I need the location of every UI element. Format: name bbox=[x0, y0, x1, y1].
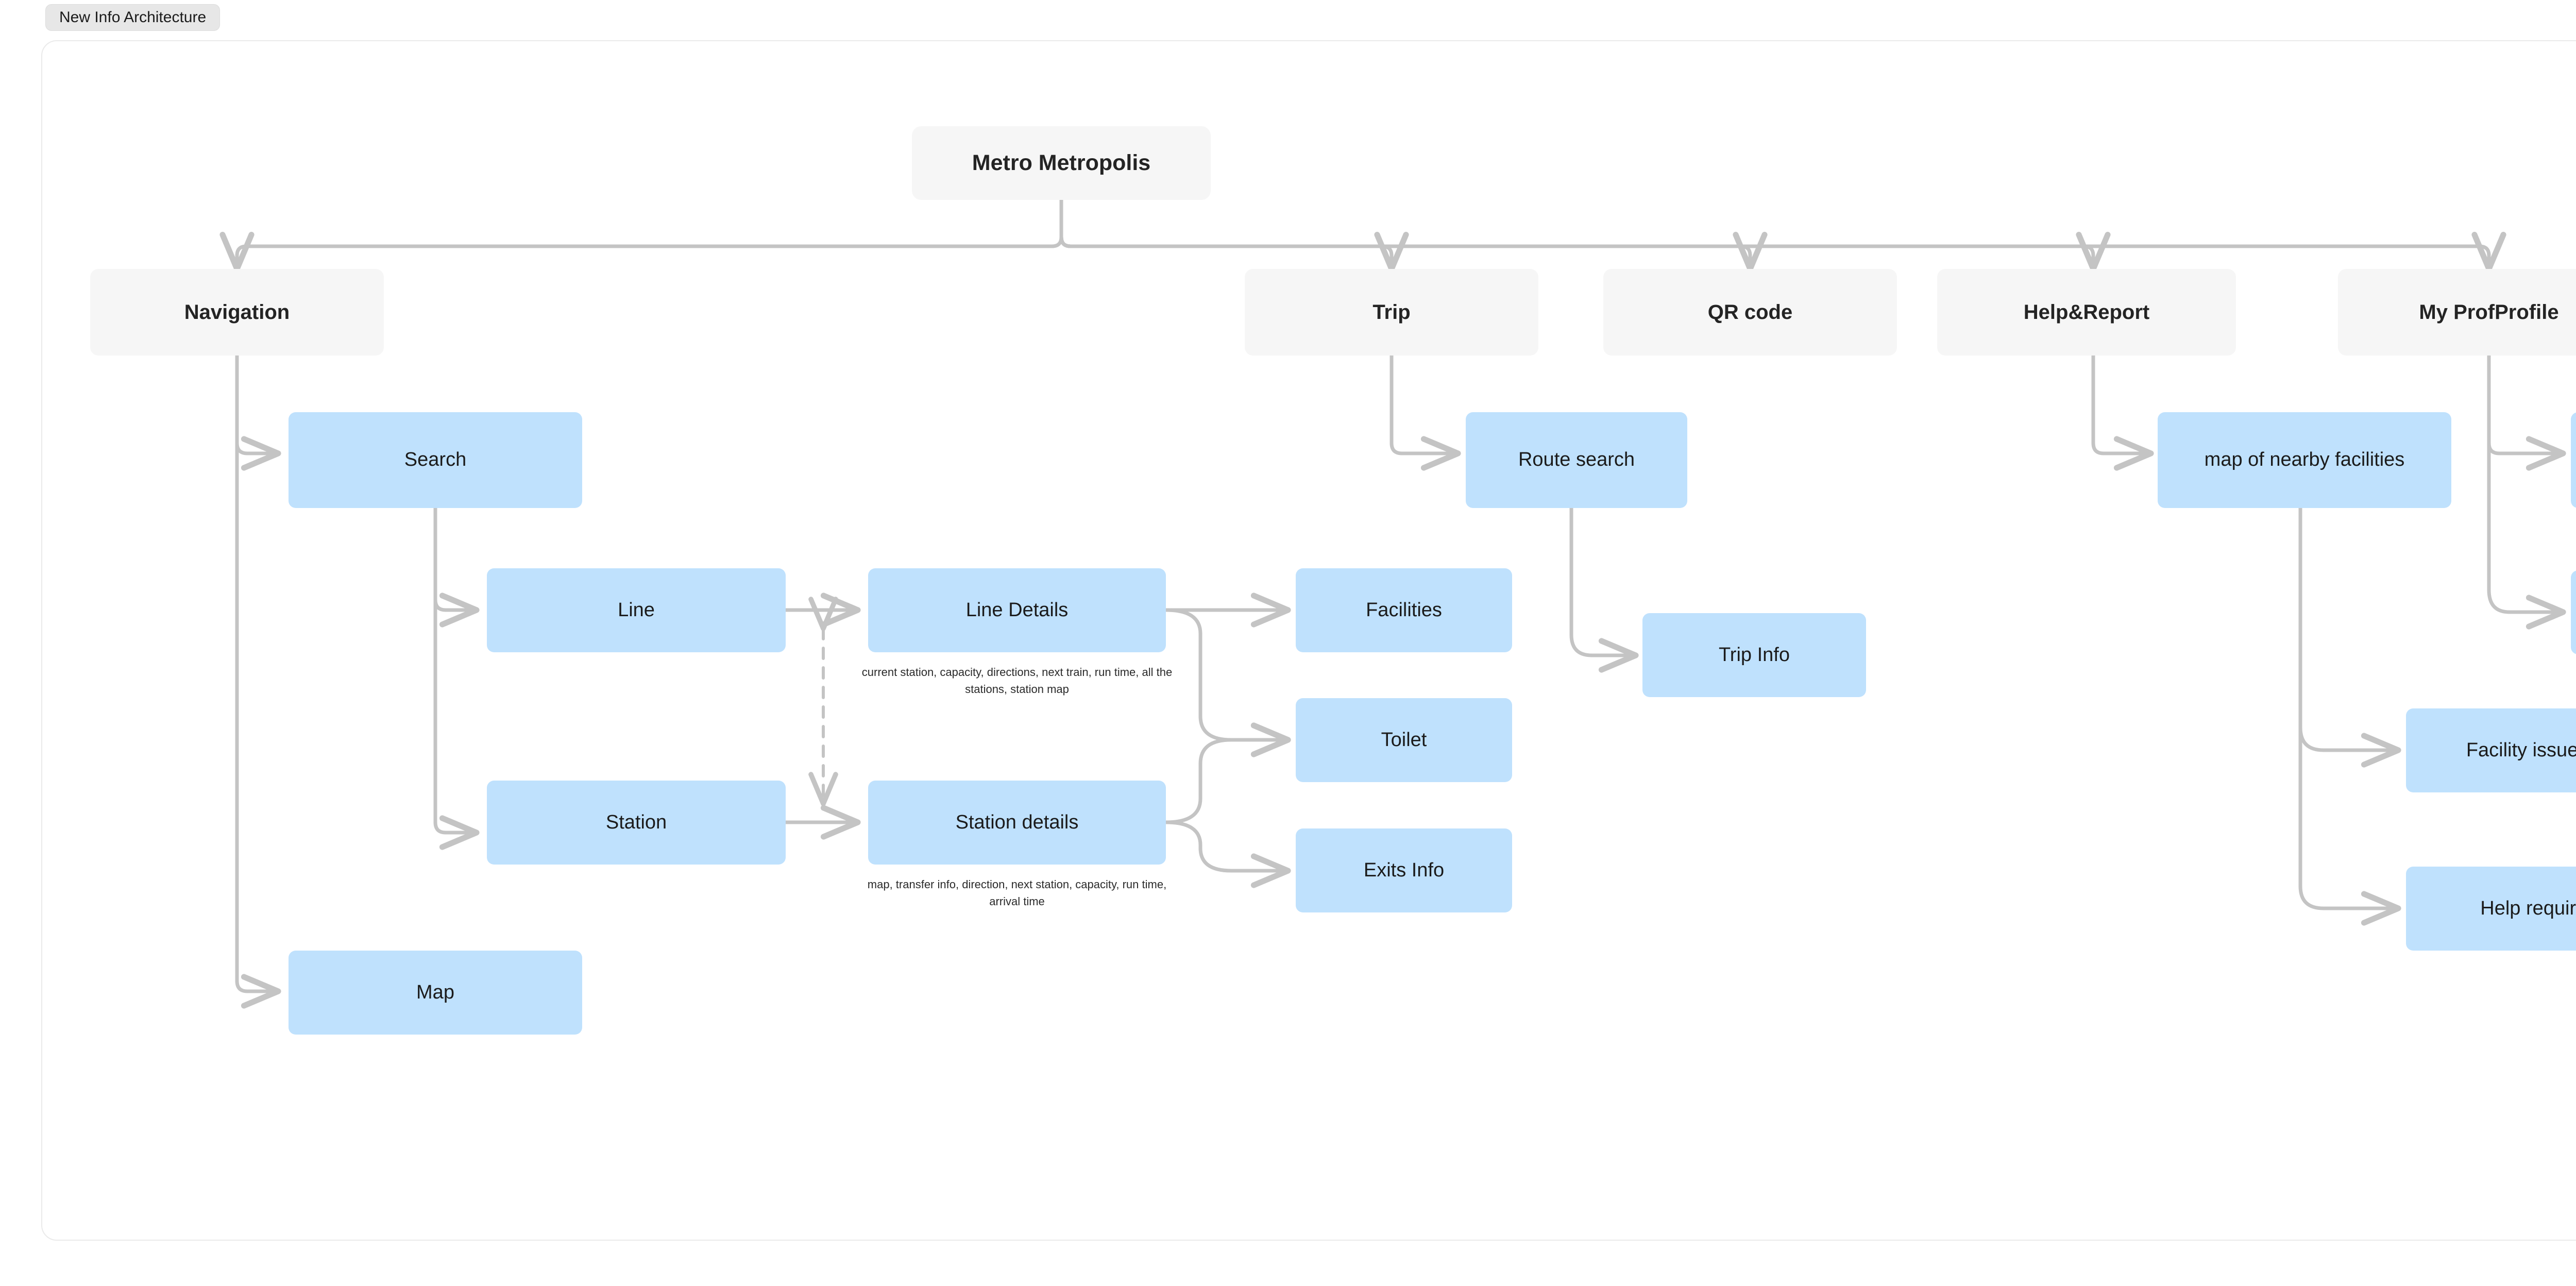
caption-station-details: map, transfer info, direction, next stat… bbox=[867, 878, 1167, 908]
node-label: Station details bbox=[955, 811, 1079, 833]
node-map[interactable]: Map bbox=[289, 951, 582, 1035]
node-label: Help requirement bbox=[2480, 897, 2576, 919]
node-label: Facility issues report bbox=[2466, 739, 2576, 761]
node-station[interactable]: Station bbox=[487, 781, 786, 865]
node-search[interactable]: Search bbox=[289, 412, 582, 508]
node-label: Metro Metropolis bbox=[972, 150, 1151, 175]
node-exits-info[interactable]: Exits Info bbox=[1296, 828, 1512, 912]
node-qr-code[interactable]: QR code bbox=[1603, 269, 1897, 356]
node-label: Line Details bbox=[965, 599, 1069, 621]
node-label: Station bbox=[605, 811, 667, 833]
node-trip-info[interactable]: Trip Info bbox=[1642, 613, 1866, 697]
node-label: Line bbox=[618, 599, 655, 621]
node-label: Search bbox=[404, 449, 467, 471]
node-label: My ProfProfile bbox=[2419, 301, 2559, 324]
node-label: map of nearby facilities bbox=[2204, 449, 2405, 471]
node-label: Map bbox=[416, 981, 454, 1003]
node-route-search[interactable]: Route search bbox=[1466, 412, 1687, 508]
node-navigation[interactable]: Navigation bbox=[90, 269, 384, 356]
node-facilities[interactable]: Facilities bbox=[1296, 568, 1512, 652]
node-label: Facilities bbox=[1366, 599, 1442, 621]
node-my-prof-profile[interactable]: My ProfProfile bbox=[2338, 269, 2576, 356]
node-station-details[interactable]: Station details bbox=[868, 781, 1166, 865]
node-label: Route search bbox=[1518, 449, 1635, 471]
node-label: Toilet bbox=[1381, 729, 1427, 751]
node-trip[interactable]: Trip bbox=[1245, 269, 1538, 356]
node-label: Navigation bbox=[184, 301, 290, 324]
node-toilet[interactable]: Toilet bbox=[1296, 698, 1512, 782]
node-line-details[interactable]: Line Details bbox=[868, 568, 1166, 652]
node-line[interactable]: Line bbox=[487, 568, 786, 652]
node-my-favourite[interactable]: My favourite bbox=[2571, 570, 2576, 654]
node-map-of-nearby-facilities[interactable]: map of nearby facilities bbox=[2158, 412, 2451, 508]
node-trip-notification[interactable]: Trip Notification bbox=[2571, 412, 2576, 508]
node-label: Trip bbox=[1372, 301, 1411, 324]
node-help-and-report[interactable]: Help&Report bbox=[1937, 269, 2236, 356]
node-label: Help&Report bbox=[2023, 301, 2150, 324]
node-label: Exits Info bbox=[1363, 859, 1445, 881]
node-metro-metropolis[interactable]: Metro Metropolis bbox=[912, 126, 1211, 200]
node-label: Trip Info bbox=[1719, 644, 1790, 666]
node-help-requirement[interactable]: Help requirement bbox=[2406, 867, 2576, 951]
node-facility-issues-report[interactable]: Facility issues report bbox=[2406, 708, 2576, 792]
caption-line-details: current station, capacity, directions, n… bbox=[861, 666, 1173, 696]
frame-tab-label[interactable]: New Info Architecture bbox=[45, 4, 221, 31]
node-label: QR code bbox=[1707, 301, 1793, 324]
